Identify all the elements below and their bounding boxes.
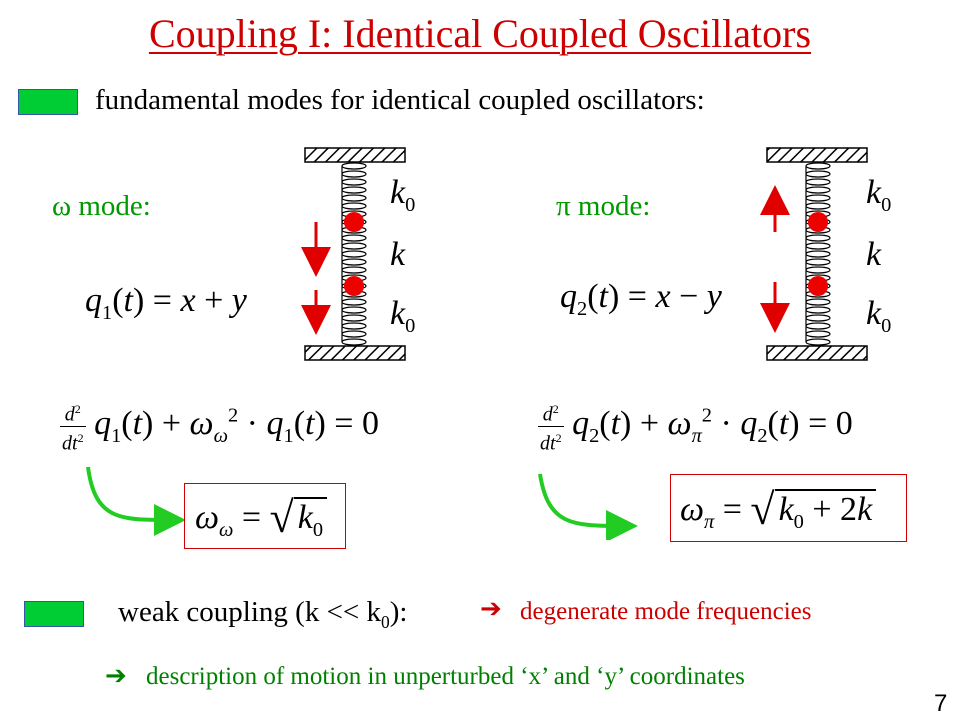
q1-definition: q1(t) = x + y <box>85 282 247 324</box>
green-curved-arrow-icon <box>86 466 186 536</box>
mass-bottom <box>808 276 828 296</box>
page-number: 7 <box>934 690 948 717</box>
left-oscillator <box>301 147 406 361</box>
pi-frequency: ωπ = √k0 + 2k <box>680 484 877 535</box>
omega-frequency-box <box>184 483 346 549</box>
right-oscillator <box>760 147 868 361</box>
oscillator-diagrams <box>86 147 868 540</box>
q2-definition: q2(t) = x − y <box>560 278 722 320</box>
mass-bottom <box>344 276 364 296</box>
mass-top <box>344 212 364 232</box>
slide-title: Coupling I: Identical Coupled Oscillator… <box>148 11 812 56</box>
label-k0-bottom-right: k0 <box>866 295 892 337</box>
mass-top <box>808 212 828 232</box>
bullet-marker <box>18 89 78 115</box>
label-k-right: k <box>866 236 882 273</box>
label-k0-top-right: k0 <box>866 174 892 216</box>
label-k0-bottom-left: k0 <box>390 295 416 337</box>
description-text: description of motion in unperturbed ‘x’… <box>146 663 745 690</box>
label-k-left: k <box>390 236 406 273</box>
pi-mode-label: π mode: <box>556 190 651 222</box>
label-k0-top-left: k0 <box>390 174 416 216</box>
omega-frequency: ωω = √k0 <box>195 492 328 543</box>
bullet-marker <box>24 601 84 627</box>
intro-text: fundamental modes for identical coupled … <box>95 84 705 116</box>
pi-frequency-box <box>670 474 907 542</box>
arrow-right-icon: ➔ <box>105 661 127 691</box>
degenerate-frequencies-text: degenerate mode frequencies <box>520 598 812 625</box>
green-curved-arrow-icon <box>538 473 638 540</box>
arrow-right-icon: ➔ <box>480 594 502 624</box>
omega-mode-label: ω mode: <box>52 190 151 222</box>
weak-coupling-text: weak coupling (k << k0): <box>118 596 408 632</box>
